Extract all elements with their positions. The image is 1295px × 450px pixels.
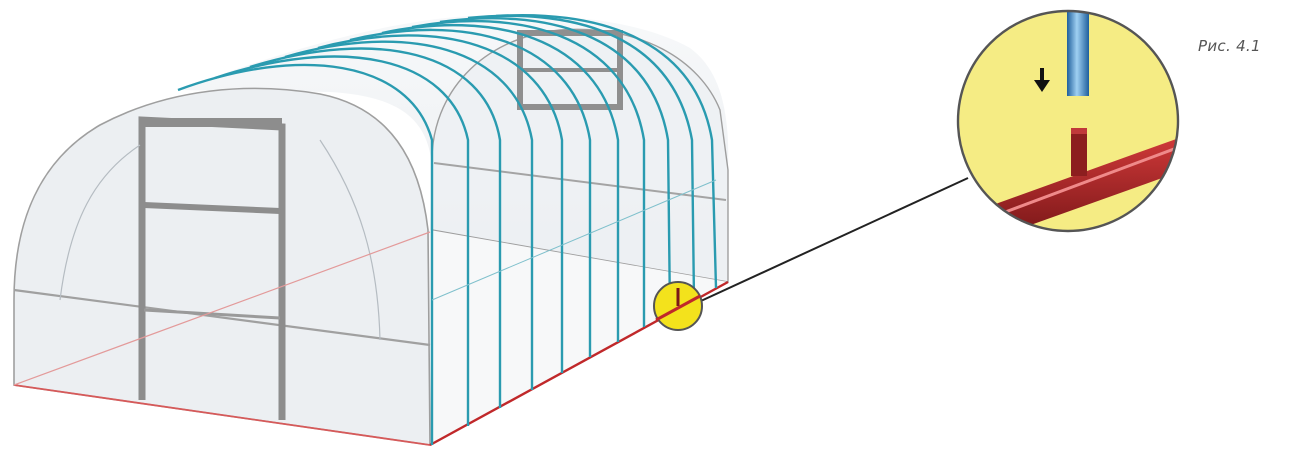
front-door-crossbar	[143, 308, 281, 320]
callout-rail-highlight	[999, 141, 1178, 216]
front-window-header	[142, 118, 282, 127]
detail-marker	[653, 177, 969, 331]
back-wall-horizontal-bar	[433, 162, 727, 201]
callout-base-rail	[990, 134, 1178, 231]
arch-8	[411, 19, 646, 327]
front-wall-horizontal-bar	[13, 288, 431, 347]
arch-5	[317, 34, 564, 373]
arrow-down-icon	[1034, 68, 1050, 92]
figure-caption: Рис. 4.1	[1198, 37, 1261, 55]
arch-2	[214, 55, 470, 426]
arch-9	[439, 17, 672, 314]
arch-7	[381, 23, 620, 342]
callout-border	[956, 9, 1180, 233]
base-rail-front	[13, 384, 431, 446]
back-door-frame	[517, 30, 623, 110]
front-end-wall	[13, 87, 431, 446]
front-wall-arc-left	[59, 144, 141, 301]
callout-leader-line	[689, 177, 969, 307]
front-wall-arc-right	[319, 139, 381, 341]
back-end-wall	[431, 28, 729, 283]
arch-3	[249, 47, 502, 408]
arch-11	[495, 13, 718, 289]
callout-rail-post-top	[1071, 128, 1087, 134]
arch-4	[284, 40, 534, 390]
side-lower-tie	[431, 179, 717, 301]
arches	[177, 13, 718, 445]
callout-arch-post	[1067, 11, 1089, 96]
greenhouse	[12, 13, 729, 447]
base-rail-back	[13, 231, 431, 386]
callout-rail-post	[1071, 128, 1087, 176]
arch-6	[349, 28, 592, 357]
front-window-divider	[143, 202, 281, 214]
marker-rail	[655, 294, 701, 322]
detail-callout	[956, 9, 1180, 233]
